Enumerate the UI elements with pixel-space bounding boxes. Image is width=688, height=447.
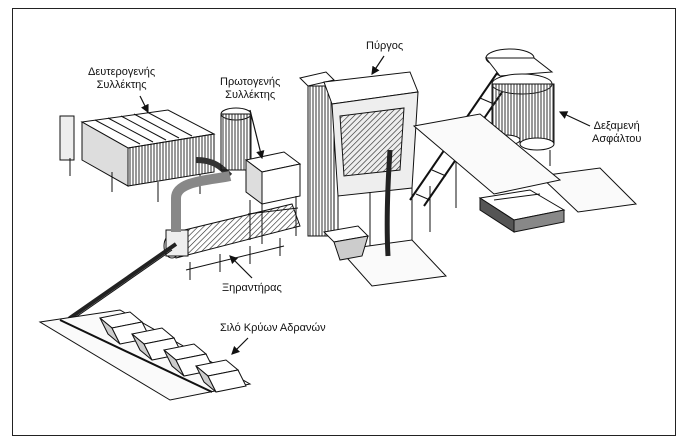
primary-collector-label-line1: Πρωτογενής — [220, 76, 281, 88]
primary-collector-shape — [220, 107, 302, 244]
asphalt-tank-label: Δεξαμενή Ασφάλτου — [592, 120, 641, 146]
tower-shape — [299, 71, 448, 287]
tower-arrow — [371, 55, 385, 75]
primary-collector-arrow — [249, 109, 265, 160]
asphalt-tank-label-line2: Ασφάλτου — [592, 133, 642, 145]
primary-collector-label-line2: Συλλέκτης — [225, 89, 276, 101]
cold-aggregate-silo-shape — [38, 309, 252, 401]
tower-label: Πύργος — [366, 40, 404, 52]
asphalt-tank-shape — [412, 48, 638, 213]
asphalt-tank-label-line1: Δεξαμενή — [593, 120, 640, 132]
secondary-collector-label-line1: Δευτερογενής — [88, 66, 156, 78]
secondary-collector-label: Δευτερογενής Συλλέκτης — [88, 66, 155, 92]
hopper-box-shape — [478, 189, 566, 233]
secondary-collector-arrow — [139, 95, 149, 114]
asphalt-tank-arrow — [558, 111, 591, 127]
primary-collector-label: Πρωτογενής Συλλέκτης — [220, 76, 280, 102]
cold-silo-arrow — [231, 337, 249, 355]
secondary-collector-shape — [59, 109, 233, 202]
cold-aggregate-silo-label: Σιλό Κρύων Αδρανών — [220, 322, 326, 334]
dryer-label: Ξηραντήρας — [222, 282, 282, 294]
dryer-arrow — [229, 255, 253, 279]
secondary-collector-label-line2: Συλλέκτης — [96, 79, 147, 91]
